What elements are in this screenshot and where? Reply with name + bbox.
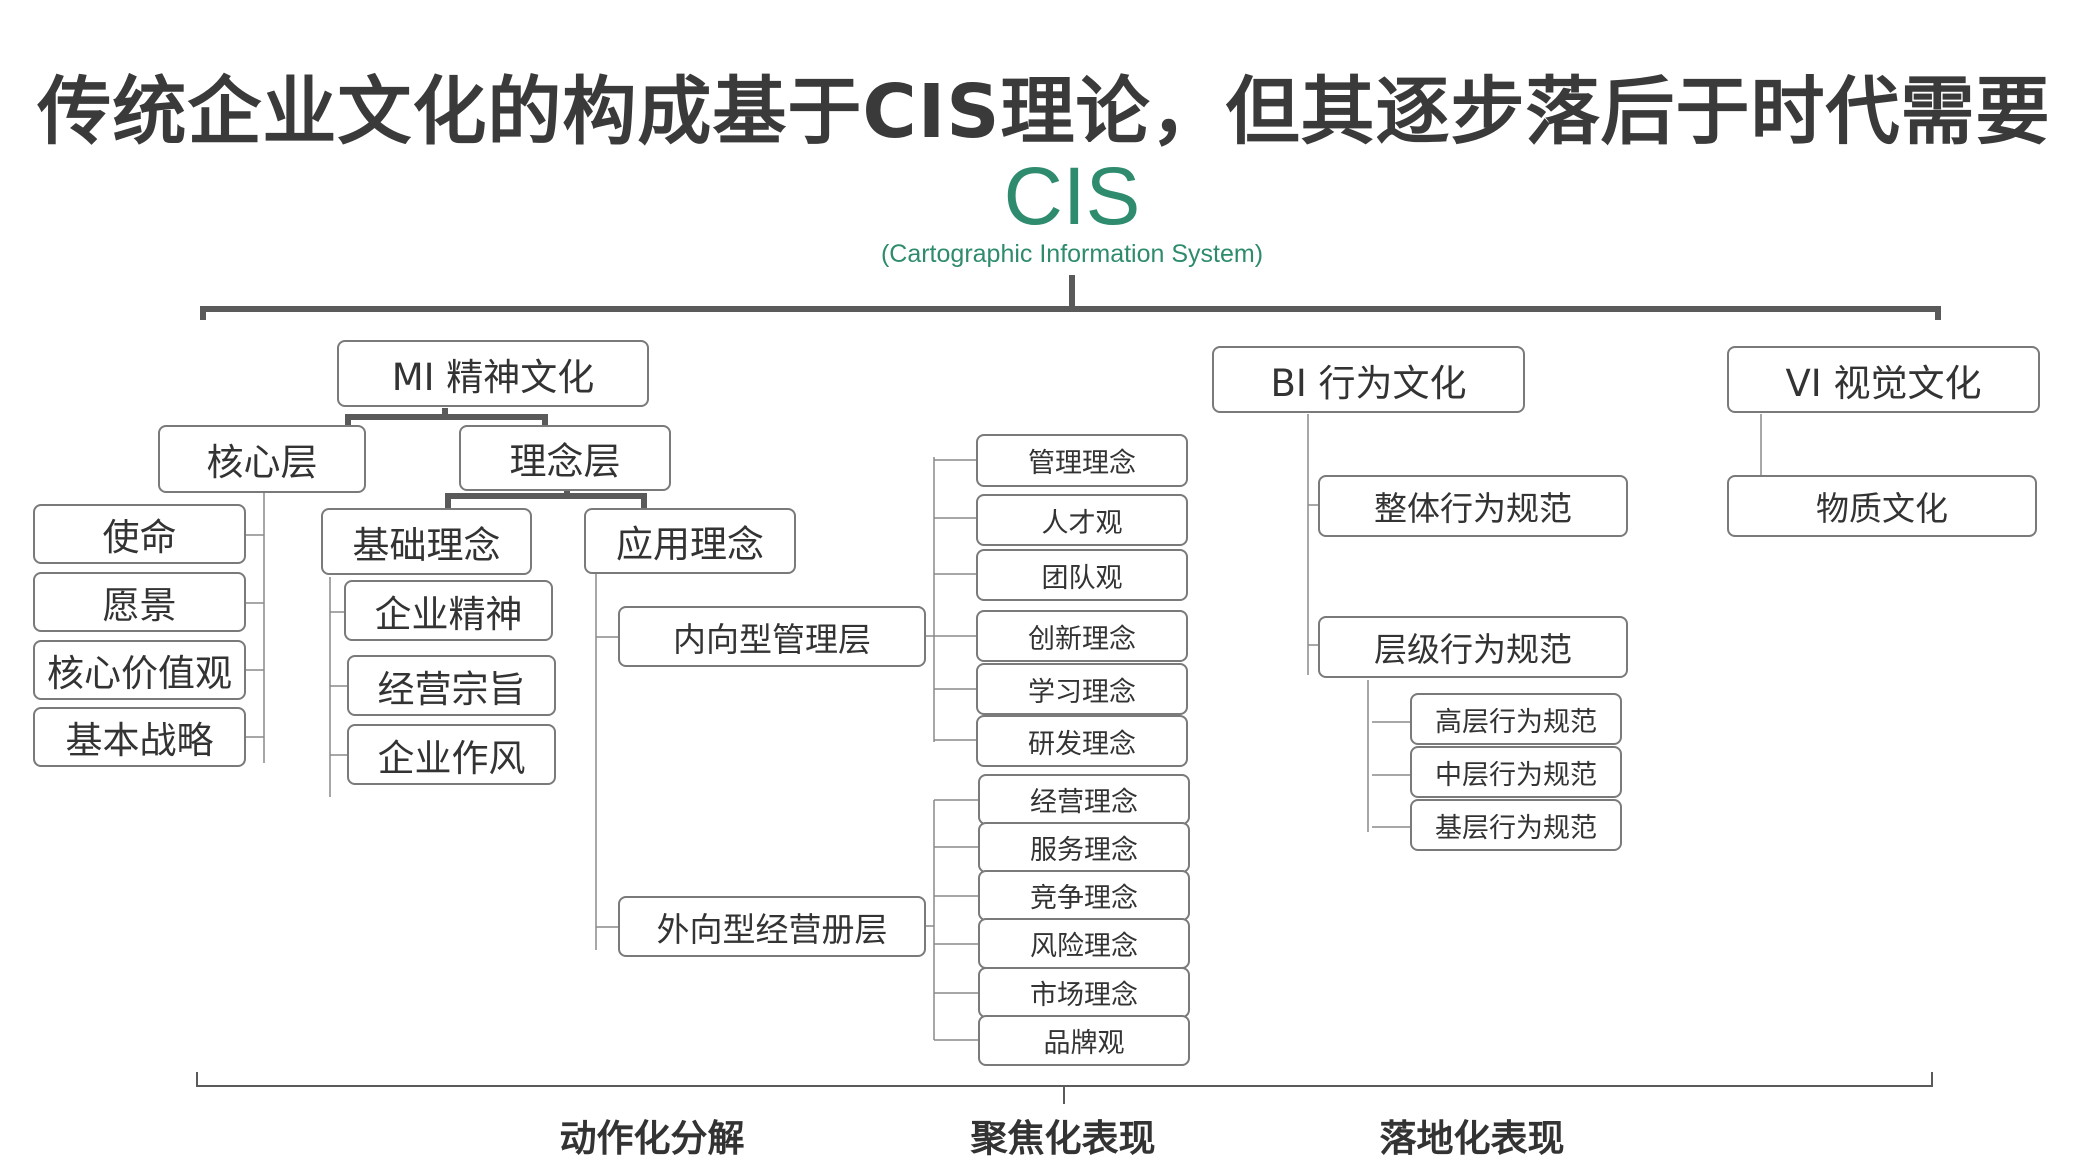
outward-item: 服务理念 [978,822,1190,873]
bi-box: BI 行为文化 [1212,346,1525,413]
bi-level-item: 高层行为规范 [1410,693,1622,745]
bottom-label-focus: 聚焦化表现 [970,1117,1156,1160]
page-title: 传统企业文化的构成基于CIS理论，但其逐步落后于时代需要 [37,69,2051,155]
outward-item: 竞争理念 [978,870,1190,921]
outward-item: 市场理念 [978,967,1190,1018]
inward-management-box: 内向型管理层 [618,606,926,667]
basic-concept-box: 基础理念 [321,508,532,575]
outward-item: 经营理念 [978,774,1190,825]
vi-box: VI 视觉文化 [1727,346,2040,413]
core-item-vision: 愿景 [33,572,246,632]
inward-item: 创新理念 [976,610,1188,662]
inward-item: 团队观 [976,549,1188,601]
bi-overall-box: 整体行为规范 [1318,475,1628,537]
vi-item-material: 物质文化 [1727,475,2037,537]
inward-item: 管理理念 [976,434,1188,487]
outward-operation-box: 外向型经营册层 [618,896,926,957]
applied-concept-box: 应用理念 [584,508,796,574]
bi-level-item: 中层行为规范 [1410,746,1622,798]
basic-item-purpose: 经营宗旨 [347,655,556,716]
inward-item: 人才观 [976,494,1188,546]
concept-layer-box: 理念层 [459,425,671,491]
bi-level-box: 层级行为规范 [1318,616,1628,678]
inward-item: 学习理念 [976,663,1188,715]
outward-item: 品牌观 [978,1015,1190,1066]
bi-level-item: 基层行为规范 [1410,799,1622,851]
bottom-label-decompose: 动作化分解 [559,1117,745,1160]
cis-heading: CIS [1003,151,1141,242]
mi-box: MI 精神文化 [337,340,649,407]
basic-item-spirit: 企业精神 [344,580,553,641]
basic-item-style: 企业作风 [347,724,556,785]
bottom-label-landing: 落地化表现 [1379,1117,1565,1160]
outward-item: 风险理念 [978,918,1190,969]
core-item-mission: 使命 [33,504,246,564]
core-layer-box: 核心层 [158,425,366,493]
core-item-strategy: 基本战略 [33,707,246,767]
core-item-values: 核心价值观 [33,640,246,700]
cis-subtitle: (Cartographic Information System) [880,240,1264,268]
inward-item: 研发理念 [976,715,1188,767]
